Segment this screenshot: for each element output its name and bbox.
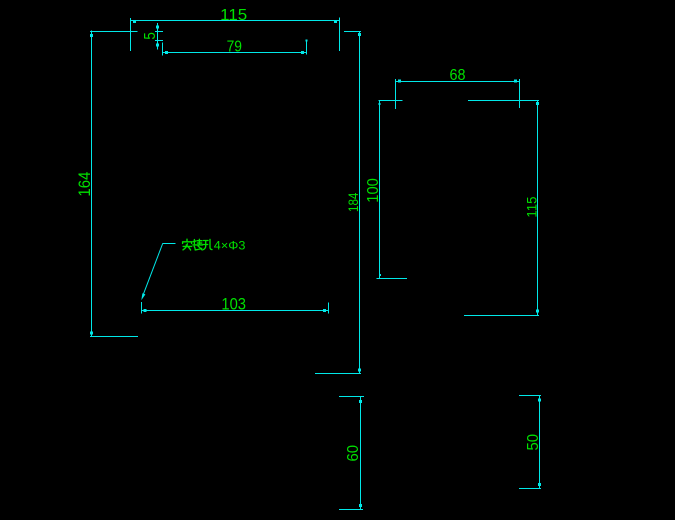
svg-text:4×Φ3: 4×Φ3 — [214, 238, 246, 252]
svg-text:164: 164 — [76, 172, 94, 197]
svg-text:60: 60 — [345, 445, 362, 462]
svg-text:184: 184 — [346, 193, 362, 212]
svg-text:50: 50 — [525, 434, 542, 451]
svg-text:68: 68 — [450, 66, 466, 84]
svg-text:103: 103 — [221, 296, 246, 314]
svg-text:115: 115 — [523, 196, 539, 217]
svg-text:79: 79 — [227, 38, 243, 55]
svg-text:5: 5 — [142, 32, 159, 40]
svg-text:100: 100 — [365, 178, 382, 203]
svg-text:115: 115 — [220, 7, 247, 24]
